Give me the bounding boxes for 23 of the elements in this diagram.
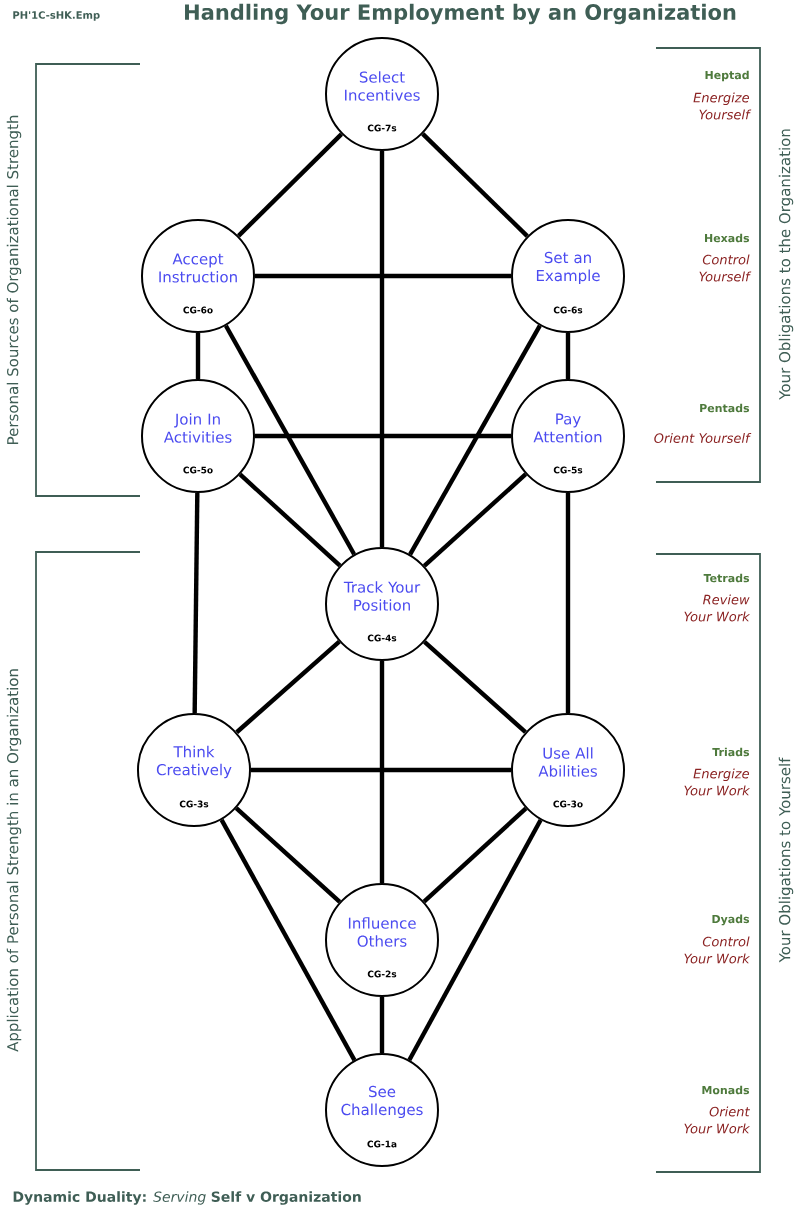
connector-line xyxy=(255,433,511,439)
connector-line xyxy=(195,333,201,379)
connector-line xyxy=(251,767,511,773)
connector-line xyxy=(422,472,528,568)
connector-line xyxy=(408,324,542,556)
title: Handling Your Employment by an Organization xyxy=(185,3,736,25)
connector-line xyxy=(423,640,527,734)
connector-line xyxy=(379,151,385,547)
connector-line xyxy=(234,806,342,904)
connector-line xyxy=(219,818,357,1062)
connector-line xyxy=(565,493,571,713)
connector-line xyxy=(236,132,344,238)
connector-line xyxy=(255,273,511,279)
connector-line xyxy=(379,997,385,1053)
connector-line xyxy=(238,472,342,568)
connector-line xyxy=(235,640,341,734)
connector-line xyxy=(407,818,543,1062)
connector-line xyxy=(223,324,357,556)
connector-line xyxy=(379,661,385,883)
connector-line xyxy=(192,492,200,714)
connector-line xyxy=(565,333,571,379)
connector-line xyxy=(422,806,528,904)
connector-line xyxy=(421,132,529,238)
